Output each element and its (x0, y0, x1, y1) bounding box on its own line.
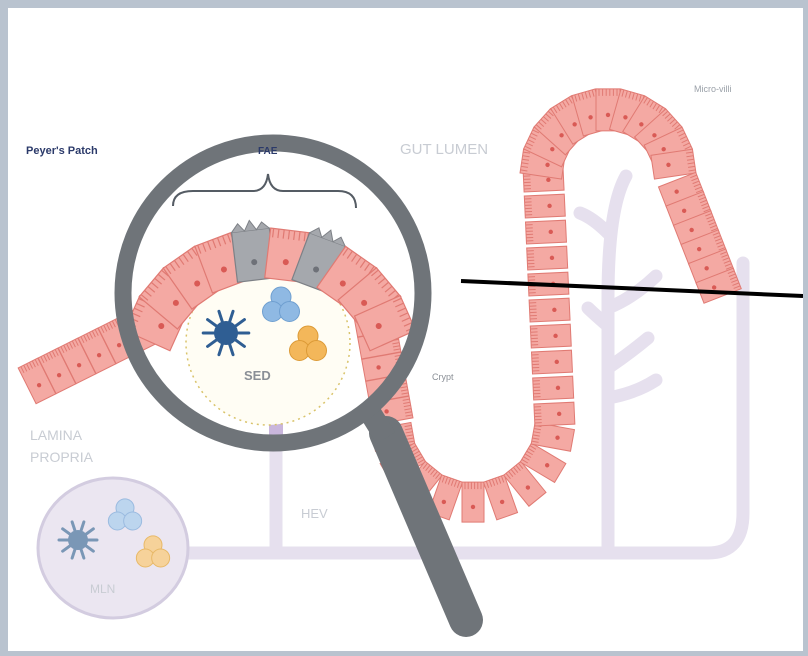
epithelial-cell (530, 324, 571, 348)
cell-core (214, 321, 238, 345)
label-fae: FAE (258, 146, 278, 157)
vessel-branch (608, 276, 656, 308)
lymphocyte (124, 512, 142, 530)
cell-core (68, 530, 88, 550)
epithelial-cell (462, 482, 484, 522)
epithelial-cell (529, 298, 570, 322)
label-propria: PROPRIA (30, 449, 94, 465)
label-gut-lumen: GUT LUMEN (400, 141, 488, 158)
epithelial-cell (534, 402, 575, 426)
label-crypt: Crypt (432, 372, 454, 382)
epithelial-cell (524, 194, 565, 218)
vessel-branch (608, 380, 656, 398)
vessel-branch (580, 213, 608, 233)
lymphocyte (280, 302, 300, 322)
cell-nucleus (471, 505, 475, 509)
lymphocyte (152, 549, 170, 567)
gut-immune-diagram: Peyer's Patch FAE GUT LUMEN Micro-villi … (8, 8, 803, 651)
epithelial-cell (527, 246, 568, 270)
mln-node (38, 478, 188, 618)
label-mln: MLN (90, 582, 115, 596)
epithelial-cell (531, 350, 572, 374)
label-lamina: LAMINA (30, 427, 83, 443)
epithelial-cell (533, 376, 574, 400)
label-sed: SED (244, 368, 271, 383)
label-micro-villi: Micro-villi (694, 84, 732, 94)
cell-nucleus (606, 113, 610, 117)
fae-bracket (173, 174, 356, 208)
label-peyers-patch: Peyer's Patch (26, 145, 98, 157)
epithelial-cell (525, 220, 566, 244)
lymphocyte (307, 341, 327, 361)
diagram-canvas: Peyer's Patch FAE GUT LUMEN Micro-villi … (8, 8, 803, 651)
label-hev: HEV (301, 506, 328, 521)
